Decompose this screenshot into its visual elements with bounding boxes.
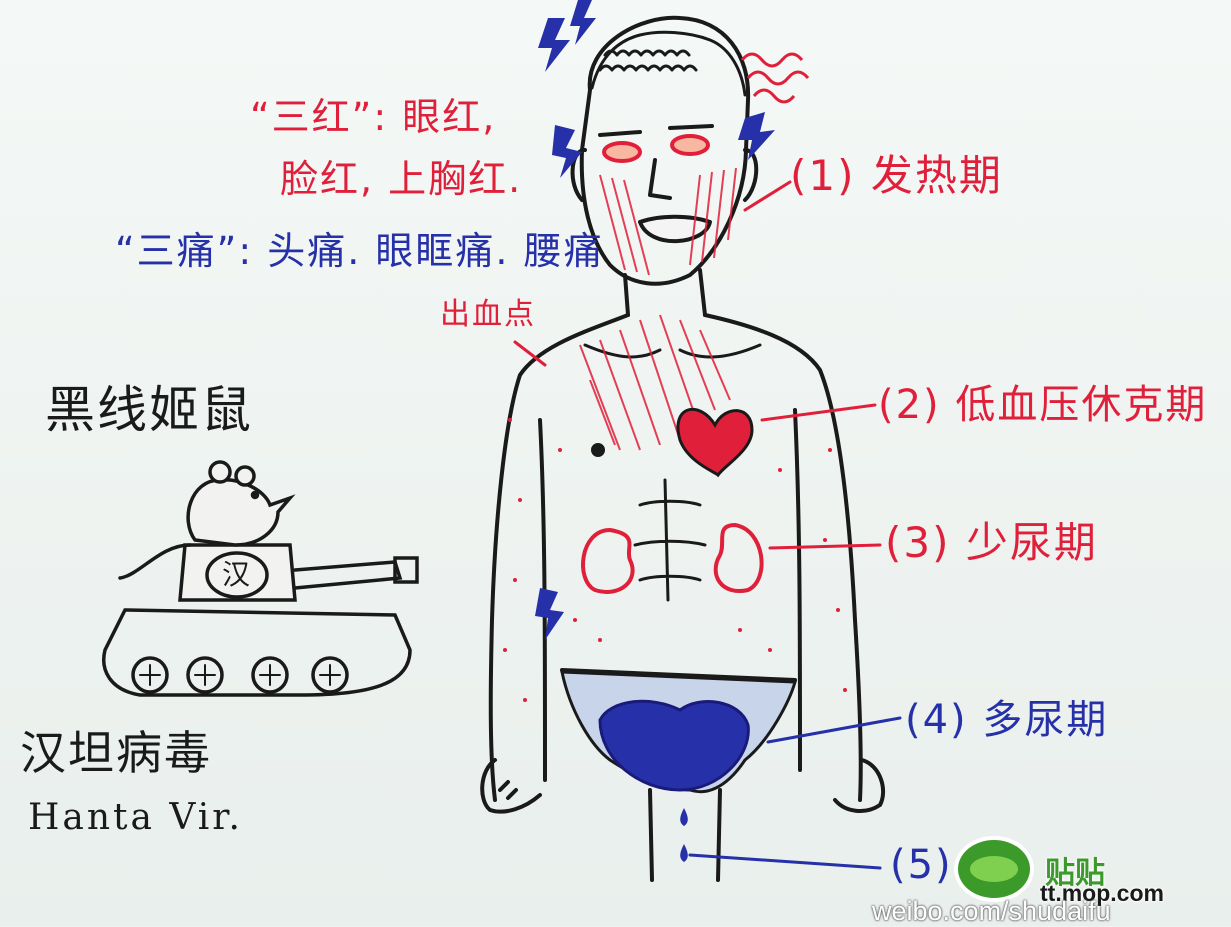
face-flush-hatching [580,168,736,450]
mouse-ear [210,462,230,482]
urine-drop-icon [680,844,688,862]
brows [600,126,712,135]
virus-name-en: Hanta Vir. [28,800,243,836]
right-eye [672,136,708,154]
heat-waves-icon [742,54,808,102]
stage4-polyuria: (4) 多尿期 [905,700,1108,740]
left-leg [650,790,652,880]
tank-badge: 汉 [222,561,250,589]
neck [625,270,705,315]
abs [635,480,705,600]
watermark-weibo: weibo.com/shudaifu [872,896,1111,927]
stage2-hypotension: (2) 低血压休克期 [878,385,1207,425]
urine-drop-icon [680,808,688,826]
tank-icon [104,462,417,695]
stage5-label: (5) [890,845,953,885]
three-pain: “三痛”: 头痛. 眼眶痛. 腰痛 [115,232,604,270]
mouse-eye [253,493,258,498]
inner-arm-right [795,410,800,770]
virus-name-cn: 汉坦病毒 [20,730,212,776]
left-nipple [593,445,603,455]
stage1-fever: (1) 发热期 [790,155,1003,197]
mouse-tail [120,545,190,578]
right-leg [718,790,720,880]
tank-barrel [295,562,400,588]
host-label: 黑线姬鼠 [45,385,253,435]
kidney-icon [716,525,762,591]
heart-icon [678,409,752,475]
mouth [640,217,710,241]
watermark-logo [958,840,1030,898]
stage3-oliguria: (3) 少尿期 [885,522,1098,564]
three-red-line2: 脸红, 上胸红. [280,160,522,198]
frog-face-icon [970,856,1018,882]
three-red-line1: “三红”: 眼红, [250,98,496,136]
hair [592,32,745,95]
bleeding-points-label: 出血点 [440,300,536,330]
mouse-ear [236,467,254,485]
nose [650,160,670,198]
left-eye [604,143,640,161]
tank-wheels [133,658,347,692]
lightning-bolt-icon [535,0,775,640]
mouse-icon [188,480,290,545]
kidney-icon [583,530,633,592]
